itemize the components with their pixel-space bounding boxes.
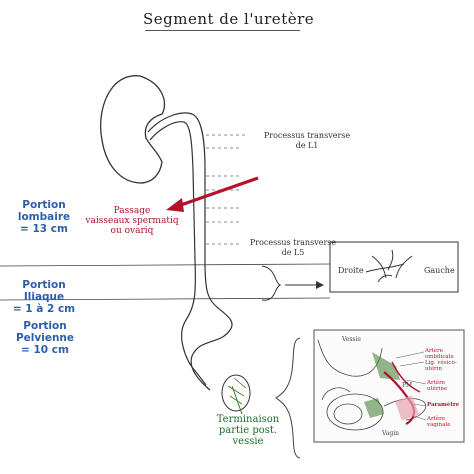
inset-panel [313,329,465,443]
inset-label-3: Artère utérine [427,380,448,392]
passage-arrow-shaft [177,176,259,208]
bladder-hatch [227,377,247,405]
portion-pelvienne-label: Portion Pelvienne = 10 cm [15,320,75,356]
detail-left-label: Droite [338,266,364,275]
portion-iliaque-label: Portion Iliaque = 1 à 2 cm [12,279,76,315]
inset-vessie-label: Vessie [342,336,361,343]
inset-bottom-label: Vagin [382,430,399,437]
l1-annotation: Processus transverse de L1 [263,131,351,150]
inset-label-0: Artère ombilicale [425,348,454,360]
divider-line-top [0,263,331,267]
inset-label-2: PM [402,382,413,389]
portion-lombaire-label: Portion lombaire = 13 cm [17,199,71,235]
passage-arrow-head [166,198,184,212]
ureter-left-edge [149,121,207,386]
inset-label-1: Lig. vésico-utérin [425,360,457,372]
detail-box [329,241,459,293]
detail-right-label: Gauche [424,266,455,275]
inset-label-4: Paramètre [427,402,460,408]
ureter-right-edge [147,112,233,391]
inset-label-5: Artère vaginale [427,416,451,428]
detail-bracket [261,265,282,301]
divider-line-bottom [0,297,331,301]
inset-red-vessel-2 [391,361,421,393]
l5-annotation: Processus transverse de L5 [249,238,337,257]
diagram-title: Segment de l'uretère [143,10,315,28]
bladder-sketch [221,374,251,412]
detail-arrow-head [316,281,324,289]
kidney-outline [100,75,166,184]
inset-bracket [275,337,301,459]
inset-pink-block [395,395,419,421]
passage-annotation: Passage vaisseaux spermatiq ou ovariq [85,206,179,236]
inset-green-ligament [372,352,400,380]
termination-annotation: Terminaison partie post. vessie [216,414,280,447]
title-underline [145,30,300,31]
crossing-sketch [365,249,413,283]
inset-green-base [364,398,384,418]
